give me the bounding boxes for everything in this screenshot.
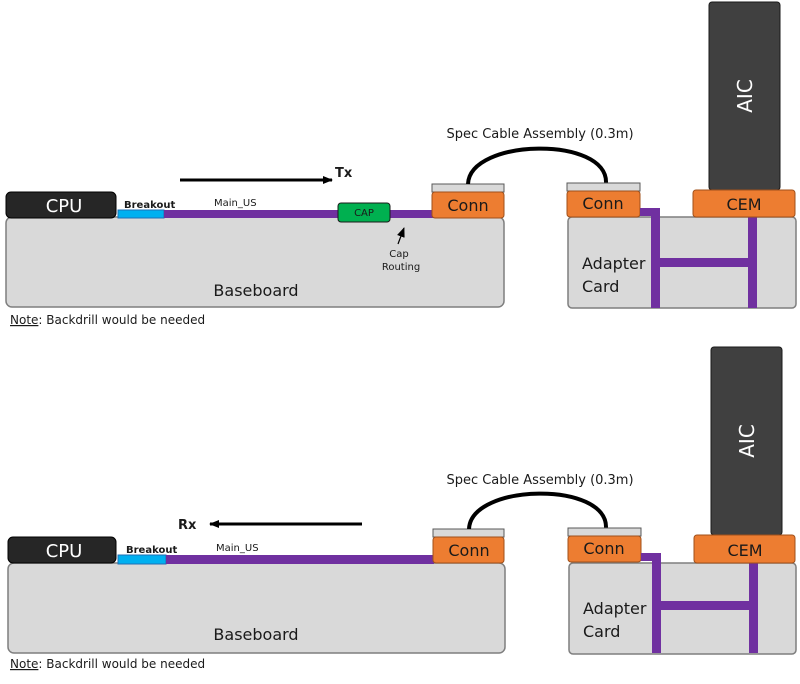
spec-cable-label: Spec Cable Assembly (0.3m) (446, 127, 633, 142)
cpu-label: CPU (46, 196, 83, 217)
conn-right-label: Conn (583, 539, 624, 558)
cap-routing-label-1: Cap (389, 249, 408, 260)
note-label: Note: Backdrill would be needed (10, 313, 205, 327)
cpu-block (5, 191, 117, 219)
cap-routing-label-2: Routing (382, 262, 420, 273)
cap-label: CAP (354, 208, 374, 219)
main-us-trace (166, 555, 434, 564)
baseboard-label: Baseboard (213, 625, 298, 644)
adapter-label-2: Card (583, 622, 620, 641)
adapter-trace-h2 (651, 258, 757, 267)
rx-topology: Baseboard CPU Breakout Main_US Rx Conn S… (7, 346, 797, 671)
conn-left-label: Conn (448, 541, 489, 560)
spec-cable-label: Spec Cable Assembly (0.3m) (446, 473, 633, 488)
breakout-label: Breakout (126, 545, 177, 556)
cem-label: CEM (727, 541, 762, 560)
conn-right (566, 190, 641, 218)
breakout-trace (117, 554, 167, 565)
aic-label: AIC (733, 79, 757, 113)
main-us-label: Main_US (216, 543, 259, 554)
adapter-trace-v2 (749, 559, 758, 653)
cap-block (337, 202, 391, 223)
main-us-label: Main_US (214, 198, 257, 209)
adapter-trace-v2 (748, 214, 757, 308)
conn-left-label: Conn (447, 196, 488, 215)
aic-label: AIC (735, 424, 759, 458)
adapter-trace-h1 (640, 208, 658, 216)
adapter-label-2: Card (582, 277, 619, 296)
conn-left (432, 536, 505, 564)
cem-connector (693, 534, 796, 564)
rx-label: Rx (178, 518, 197, 533)
note-label: Note: Backdrill would be needed (10, 657, 205, 671)
breakout-label: Breakout (124, 200, 175, 211)
cap-routing-arrow (397, 227, 405, 245)
conn-right-label: Conn (582, 194, 623, 213)
tx-topology: Baseboard CPU Breakout Main_US CAP Tx Ca… (5, 1, 797, 327)
cpu-block (7, 536, 117, 564)
conn-right (567, 535, 642, 563)
conn-left (431, 191, 505, 219)
adapter-trace-h2 (652, 601, 758, 610)
adapter-label-1: Adapter (582, 254, 646, 273)
breakout-trace (117, 209, 165, 219)
cem-label: CEM (726, 195, 761, 214)
cpu-label: CPU (46, 541, 83, 562)
adapter-trace-h1 (641, 553, 660, 561)
conn-right-cap (567, 527, 642, 537)
tx-label: Tx (335, 166, 353, 181)
conn-left-cap (431, 183, 505, 193)
spec-cable (467, 491, 609, 530)
baseboard-label: Baseboard (213, 281, 298, 300)
conn-left-cap (432, 528, 505, 538)
spec-cable (466, 146, 609, 185)
cem-connector (692, 189, 796, 218)
conn-right-cap (566, 182, 641, 192)
main-us-trace (164, 210, 434, 218)
adapter-label-1: Adapter (583, 599, 647, 618)
